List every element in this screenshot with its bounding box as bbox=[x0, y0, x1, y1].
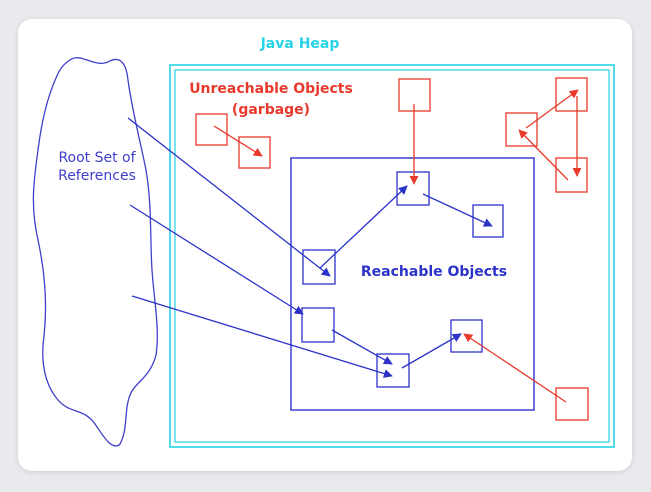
garbage-reference-arrow bbox=[213, 125, 263, 157]
reference-arrow bbox=[422, 193, 493, 227]
reachable-object bbox=[450, 319, 483, 353]
root-set-label-line2: References bbox=[58, 168, 136, 184]
reachable-object bbox=[396, 171, 430, 206]
root-reference-arrow bbox=[127, 117, 331, 277]
garbage-reference-arrow bbox=[525, 89, 579, 129]
garbage-object bbox=[555, 387, 589, 421]
java-heap-boundary bbox=[169, 64, 615, 448]
unreachable-label-line2: (garbage) bbox=[232, 102, 310, 118]
garbage-object bbox=[555, 157, 588, 193]
root-reference-arrow bbox=[131, 295, 393, 378]
reachable-object bbox=[472, 204, 504, 238]
reachable-object bbox=[376, 353, 410, 388]
diagram-card bbox=[18, 19, 632, 471]
garbage-object bbox=[555, 77, 588, 112]
root-set-blob bbox=[32, 57, 158, 447]
garbage-object bbox=[238, 136, 271, 169]
reachable-object bbox=[301, 307, 335, 343]
reference-arrow bbox=[331, 329, 393, 365]
java-heap-label: Java Heap bbox=[260, 36, 340, 52]
garbage-reference-arrow bbox=[518, 129, 569, 181]
garbage-object bbox=[505, 112, 538, 147]
root-reference-arrow bbox=[129, 204, 304, 315]
reachable-object bbox=[302, 249, 336, 285]
unreachable-label-line1: Unreachable Objects bbox=[189, 81, 353, 97]
reference-arrow bbox=[319, 185, 408, 269]
root-set-label-line1: Root Set of bbox=[58, 150, 136, 166]
reachable-label: Reachable Objects bbox=[361, 264, 507, 280]
garbage-object bbox=[195, 113, 228, 146]
reference-arrow bbox=[401, 333, 462, 369]
garbage-reference-arrow bbox=[463, 333, 567, 403]
reachable-region bbox=[290, 157, 535, 411]
